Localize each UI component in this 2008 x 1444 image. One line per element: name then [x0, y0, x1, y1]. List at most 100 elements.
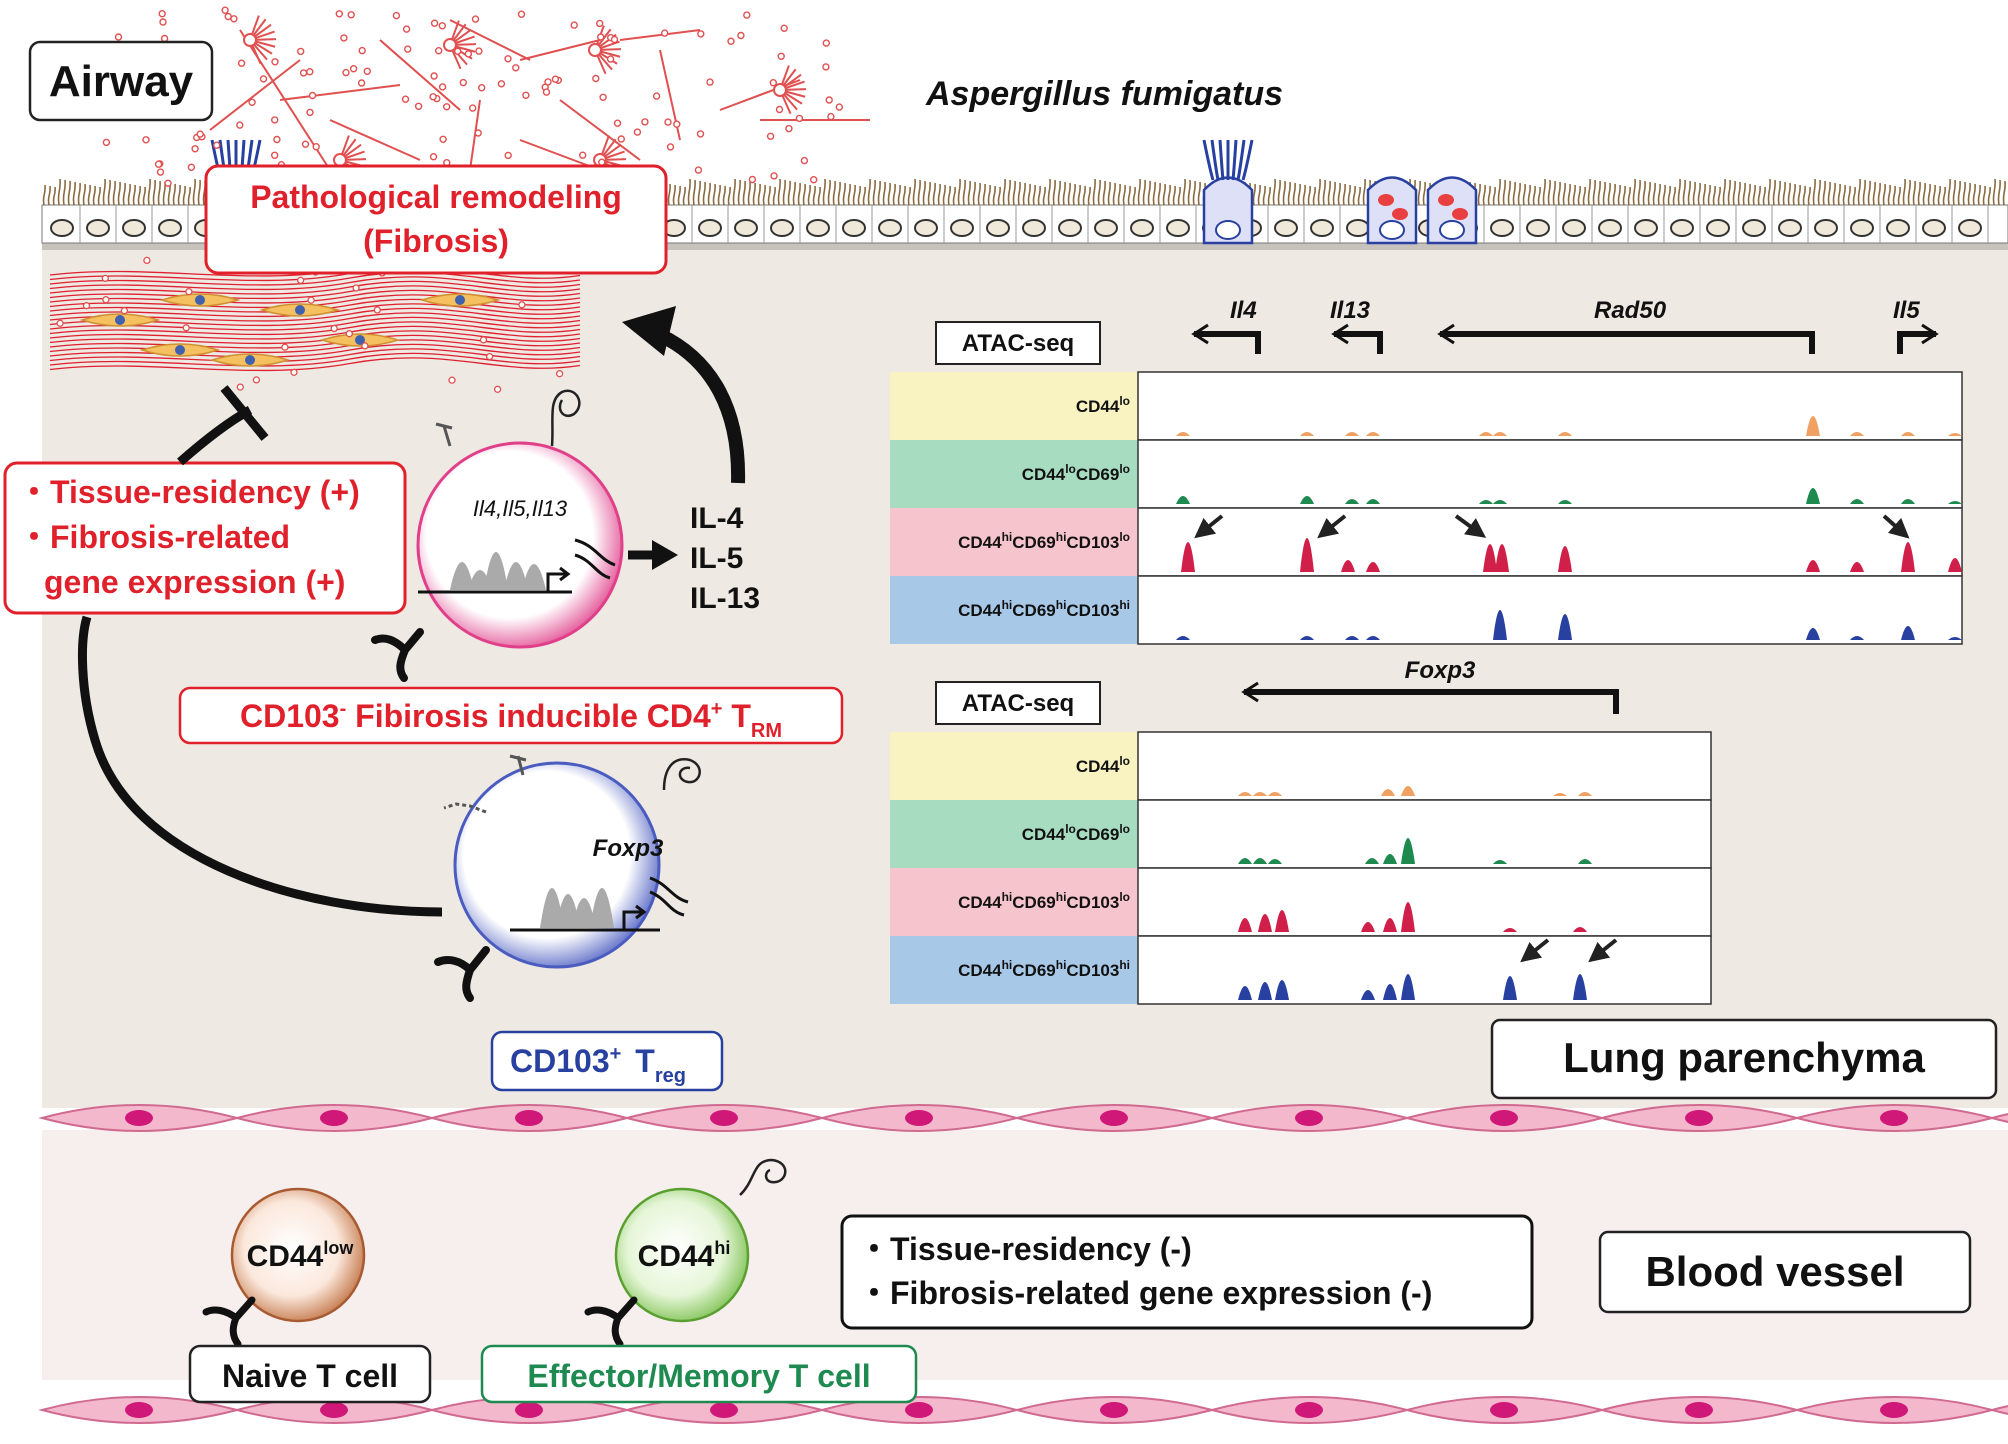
spore — [237, 59, 246, 67]
atac-peak — [1558, 546, 1572, 572]
atac-peak — [1361, 990, 1375, 1000]
fibroblast-nucleus — [175, 345, 185, 355]
atac-peak — [1238, 858, 1252, 864]
vesicle — [443, 38, 457, 52]
vesicle — [588, 43, 602, 57]
basement-membrane — [42, 240, 2008, 250]
accessibility-peak — [522, 564, 546, 590]
spore — [469, 104, 477, 112]
spore — [664, 118, 672, 126]
spore — [299, 69, 308, 77]
treg-transcript — [649, 876, 689, 917]
spore — [297, 47, 305, 56]
endothelial-nucleus — [1685, 1402, 1713, 1418]
blood-prop-line1: ・Tissue-residency (-) — [858, 1231, 1192, 1267]
effector-label-box — [480, 1344, 918, 1404]
spore — [497, 80, 506, 88]
atac-peak — [1366, 432, 1380, 436]
endothelial-nucleus — [515, 1402, 543, 1418]
spore — [159, 18, 167, 26]
accessibility-peak — [504, 562, 528, 590]
spore — [598, 158, 606, 166]
peak-pointer-arrow — [1588, 938, 1618, 963]
spore — [156, 168, 165, 176]
spore — [504, 55, 512, 63]
atac-peak — [1366, 562, 1380, 572]
mucus-granule — [1452, 208, 1468, 220]
epithelial-nucleus — [1598, 219, 1622, 237]
atac-peak — [1366, 499, 1380, 504]
spore — [518, 301, 526, 309]
atac-peak — [1181, 542, 1195, 572]
spore — [404, 45, 412, 53]
atac-peak — [1253, 858, 1267, 864]
naive-tcr-icon — [202, 1296, 256, 1348]
spore — [822, 63, 830, 71]
spore — [290, 368, 298, 376]
atac-peak — [1258, 982, 1272, 1000]
spore — [641, 118, 649, 126]
endothelial-nucleus — [1100, 1110, 1128, 1126]
gene-rad50-arrow — [1440, 331, 1815, 354]
naive-cell-body — [230, 1187, 366, 1323]
atac-peak — [1503, 976, 1517, 1000]
peak-pointer-arrow — [1194, 514, 1224, 539]
gene-il5-arrow — [1897, 331, 1936, 354]
spore — [236, 121, 244, 129]
naive-t-cell: CD44low — [202, 1187, 366, 1348]
epithelial-nucleus — [1274, 219, 1298, 237]
atac-peak — [1948, 558, 1962, 572]
gene-rad50-arrowhead — [1437, 323, 1455, 345]
endothelial-nucleus — [125, 1110, 153, 1126]
spore — [504, 151, 512, 160]
atac-peak — [1361, 922, 1375, 932]
atac-peak — [1493, 432, 1507, 436]
atac-peak — [1573, 974, 1587, 1000]
vesicle — [243, 33, 257, 47]
track-label: CD44loCD69lo — [1022, 462, 1130, 484]
atac2-title: ATAC-seq — [962, 690, 1074, 717]
epithelial-nucleus — [950, 219, 974, 237]
endothelial-nucleus — [1295, 1110, 1323, 1126]
spore — [373, 306, 381, 314]
fibroblast-nucleus — [115, 315, 125, 325]
spore — [143, 256, 151, 265]
atac-peak — [1901, 432, 1915, 436]
spore — [780, 24, 788, 32]
endothelium-bottom — [38, 1396, 2008, 1424]
atac-peak — [1383, 984, 1397, 1000]
atac-peak — [1901, 499, 1915, 504]
atac-peak — [1176, 496, 1190, 504]
atac-peak — [1806, 416, 1820, 436]
airway-label-box — [28, 40, 214, 122]
track-label: CD44hiCD69hiCD103lo — [958, 530, 1130, 552]
trm-receptor-small — [435, 422, 453, 447]
spore — [349, 64, 358, 73]
spore — [438, 22, 446, 30]
spore — [330, 324, 338, 333]
spore — [363, 67, 371, 76]
atac-peak — [1479, 432, 1493, 436]
gene-il13-arrowhead — [1331, 323, 1349, 345]
spore — [160, 34, 169, 43]
epithelial-nucleus — [50, 219, 74, 237]
remodeling-line2: (Fibrosis) — [363, 223, 509, 259]
spore — [459, 78, 467, 87]
spore — [448, 376, 456, 384]
spore — [185, 288, 193, 296]
trm-label: CD103- Fibirosis inducible CD4+ TRM — [240, 698, 782, 742]
atac-peak — [1850, 562, 1864, 572]
atac-peak — [1238, 986, 1252, 1000]
trm-cell: Il4,Il5,Il13 — [371, 389, 624, 682]
track-area — [1137, 935, 1712, 1005]
atac-peak — [1850, 636, 1864, 640]
spore — [430, 72, 438, 80]
spore — [522, 91, 530, 100]
track-area — [1137, 371, 1963, 441]
airway-label: Airway — [49, 57, 194, 106]
atac-peak — [1901, 542, 1915, 572]
gene-il5-arrowhead — [1921, 323, 1939, 345]
spore — [435, 47, 443, 55]
spore — [82, 302, 91, 310]
spore — [342, 68, 350, 77]
